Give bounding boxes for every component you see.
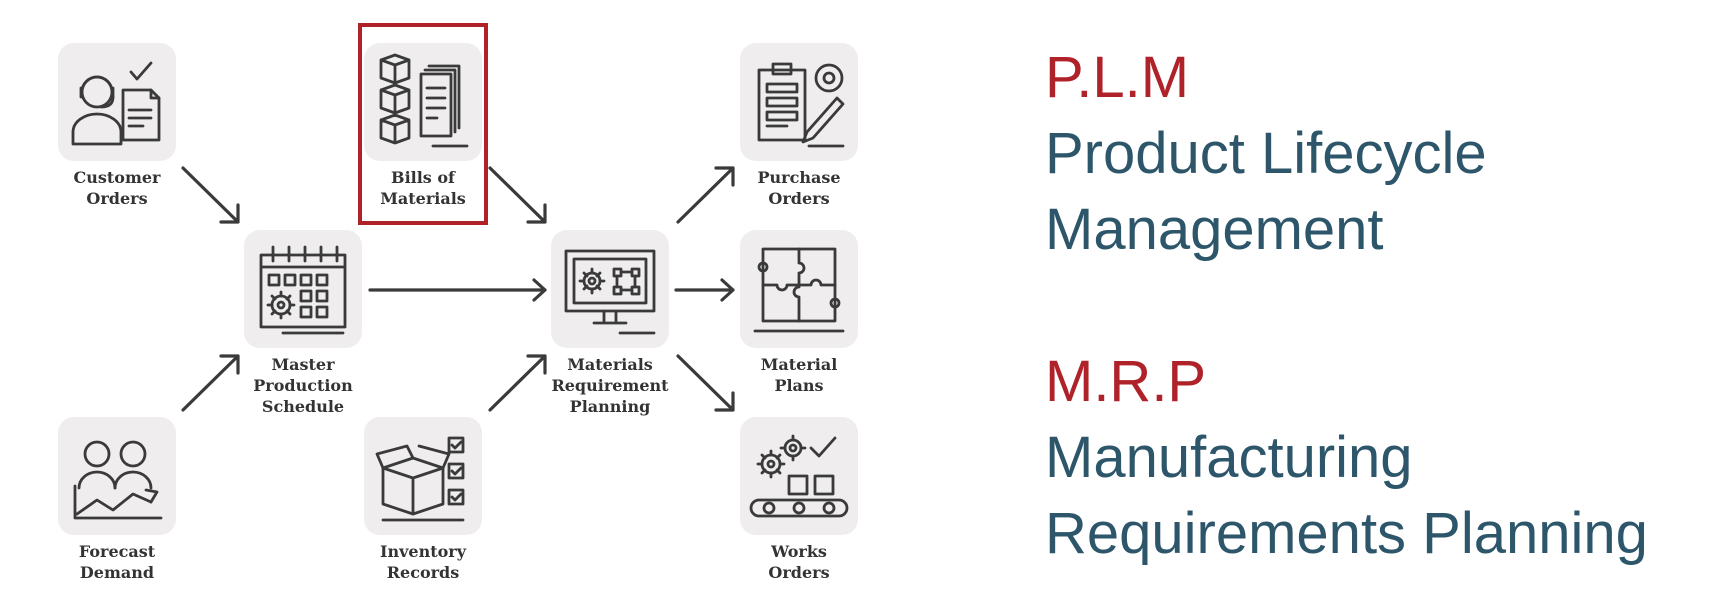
open-box-checklist-icon bbox=[375, 436, 465, 522]
mrp-acronym: M.R.P bbox=[1045, 349, 1207, 414]
mps-line2: Production bbox=[253, 376, 353, 395]
arrow-customer-to-mps bbox=[181, 166, 240, 224]
arrow-mrp-to-material-plans bbox=[674, 278, 735, 302]
purchase-orders-line2: Orders bbox=[768, 189, 830, 208]
bills-of-materials-highlight-box bbox=[358, 23, 488, 225]
works-orders-line2: Orders bbox=[768, 563, 830, 582]
plm-full-line1: Product Lifecycle bbox=[1045, 121, 1487, 186]
bills-of-materials-line1: Bills of bbox=[391, 168, 455, 187]
inventory-records-line1: Inventory bbox=[379, 542, 466, 561]
node-works-orders: Works Orders bbox=[724, 417, 874, 583]
arrow-mps-to-mrp bbox=[368, 278, 547, 302]
plm-full-line2: Management bbox=[1045, 197, 1384, 262]
boxes-documents-icon bbox=[379, 53, 469, 148]
customer-orders-line1: Customer bbox=[73, 168, 161, 187]
people-trend-icon bbox=[73, 440, 163, 520]
puzzle-icon bbox=[753, 247, 845, 333]
mrp-full-line1: Manufacturing bbox=[1045, 425, 1413, 490]
clipboard-pen-icon bbox=[757, 62, 845, 148]
inventory-records-line2: Records bbox=[386, 563, 460, 582]
node-bills-of-materials: Bills of Materials bbox=[348, 43, 498, 209]
customer-orders-line2: Orders bbox=[86, 189, 148, 208]
node-customer-orders: Customer Orders bbox=[42, 43, 192, 209]
arrow-mrp-to-purchase bbox=[676, 166, 735, 224]
mps-line3: Schedule bbox=[261, 397, 345, 416]
gears-conveyor-icon bbox=[749, 434, 849, 518]
arrow-bom-to-mrp bbox=[488, 166, 547, 224]
arrow-forecast-to-mps bbox=[181, 354, 240, 412]
bills-of-materials-line2: Materials bbox=[380, 189, 466, 208]
forecast-demand-line2: Demand bbox=[79, 563, 155, 582]
node-inventory-records: Inventory Records bbox=[348, 417, 498, 583]
monitor-gear-icon bbox=[564, 249, 656, 335]
material-plans-line2: Plans bbox=[774, 376, 824, 395]
forecast-demand-line1: Forecast bbox=[78, 542, 156, 561]
node-material-plans: Material Plans bbox=[724, 230, 874, 396]
mrp-node-line3: Planning bbox=[569, 397, 651, 416]
plm-full-name: Product Lifecycle Management bbox=[1045, 116, 1487, 268]
works-orders-line1: Works bbox=[771, 542, 827, 561]
node-materials-requirement-planning: Materials Requirement Planning bbox=[535, 230, 685, 417]
mrp-node-line2: Requirement bbox=[551, 376, 669, 395]
purchase-orders-line1: Purchase bbox=[757, 168, 841, 187]
legend-plm: P.L.M Product Lifecycle Management bbox=[1045, 40, 1487, 268]
node-master-production-schedule: Master Production Schedule bbox=[228, 230, 378, 417]
plm-acronym: P.L.M bbox=[1045, 45, 1190, 110]
mps-line1: Master bbox=[271, 355, 335, 374]
material-plans-line1: Material bbox=[760, 355, 838, 374]
calendar-gear-icon bbox=[259, 245, 347, 335]
arrow-mrp-to-works bbox=[676, 354, 735, 412]
customer-headset-icon bbox=[71, 61, 161, 146]
node-forecast-demand: Forecast Demand bbox=[42, 417, 192, 583]
mrp-node-line1: Materials bbox=[567, 355, 653, 374]
mrp-full-line2: Requirements Planning bbox=[1045, 501, 1648, 566]
mrp-full-name: Manufacturing Requirements Planning bbox=[1045, 420, 1648, 572]
arrow-inventory-to-mrp bbox=[488, 354, 547, 412]
legend-mrp: M.R.P Manufacturing Requirements Plannin… bbox=[1045, 344, 1648, 572]
node-purchase-orders: Purchase Orders bbox=[724, 43, 874, 209]
